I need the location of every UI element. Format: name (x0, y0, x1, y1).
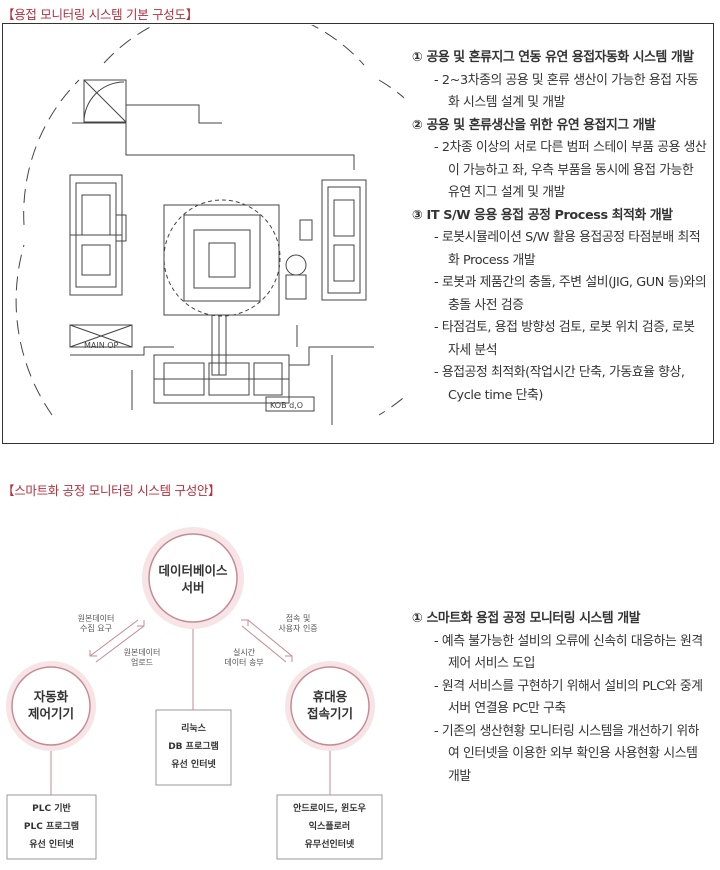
item-bullet: - 2~3차종의 공용 및 혼류 생산이 가능한 용접 자동화 시스템 설계 및… (434, 72, 699, 111)
arrow-label-data-upload: 원본데이터 업로드 (123, 648, 161, 667)
section2-title: 【스마트화 공정 모니터링 시스템 구성안】 (2, 483, 221, 498)
arrow-label-realtime: 실시간 데이터 송부 (224, 648, 264, 667)
mobile-device-label: 휴대용 접속기기 (306, 689, 353, 721)
item-bullet: - 기존의 생산현황 모니터링 시스템을 개선하기 위하여 인터넷을 이용한 외… (434, 723, 700, 784)
item-heading: ② 공용 및 혼류생산을 위한 유연 용접지그 개발 (412, 117, 656, 133)
monitoring-system-diagram (6, 527, 383, 860)
section1-description: ① 공용 및 혼류지그 연동 유연 용접자동화 시스템 개발 - 2~3차종의 공… (412, 47, 708, 407)
item-bullet: - 로봇시뮬레이션 S/W 활용 용접공정 타점분배 최적화 Process 개… (434, 230, 701, 268)
mobile-device-node (290, 666, 370, 746)
center-box-text: 리눅스 DB 프로그램 유선 인터넷 (168, 724, 219, 770)
right-box (276, 794, 383, 860)
op-box-label: KOB d,O (270, 401, 303, 410)
section1-title: 【용접 모니터링 시스템 기본 구성도】 (2, 7, 198, 22)
welding-cell-layout-drawing: MAIN OP KOB d,O (15, 25, 404, 425)
left-box-text: PLC 기반 PLC 프로그램 유선 인터넷 (23, 804, 80, 850)
db-server-label: 데이터베이스 서버 (158, 563, 228, 595)
auto-controller-node (11, 666, 91, 746)
section2-description: ① 스마트화 용접 공정 모니터링 시스템 개발 - 예측 불가능한 설비의 오류… (412, 608, 708, 788)
item-bullet: - 예측 불가능한 설비의 오류에 신속히 대응하는 원격 제어 서비스 도입 (434, 633, 703, 672)
item-bullet: - 로봇과 제품간의 충돌, 주변 설비(JIG, GUN 등)와의 충돌 사전… (434, 275, 707, 313)
item-bullet: - 용접공정 최적화(작업시간 단축, 가동효율 향상, Cycle time … (434, 365, 685, 403)
db-server-node (148, 533, 238, 623)
arrow-label-auth: 접속 및 사용자 인증 (278, 614, 318, 633)
main-op-label: MAIN OP (84, 341, 119, 350)
center-box (155, 709, 232, 786)
item-bullet: - 원격 서비스를 구현하기 위해서 설비의 PLC와 중계 서버 연결용 PC… (434, 678, 703, 717)
layout-diagram-frame (2, 23, 714, 444)
item-heading: ① 스마트화 용접 공정 모니터링 시스템 개발 (412, 611, 641, 626)
arrow-label-data-request: 원본데이터 수집 요구 (77, 614, 115, 633)
auto-controller-label: 자동화 제어기기 (27, 689, 74, 721)
left-box (6, 794, 97, 860)
right-box-text: 안드로이드, 윈도우 익스플로러 유무선인터넷 (293, 804, 366, 850)
item-bullet: - 타점검토, 용접 방향성 검토, 로봇 위치 검증, 로봇 자세 분석 (434, 320, 695, 358)
item-bullet: - 2차종 이상의 서로 다른 범퍼 스테이 부품 공용 생산이 가능하고 좌,… (434, 140, 707, 200)
item-heading: ① 공용 및 혼류지그 연동 유연 용접자동화 시스템 개발 (412, 50, 694, 65)
item-heading: ③ IT S/W 응용 용접 공정 Process 최적화 개발 (412, 207, 673, 223)
